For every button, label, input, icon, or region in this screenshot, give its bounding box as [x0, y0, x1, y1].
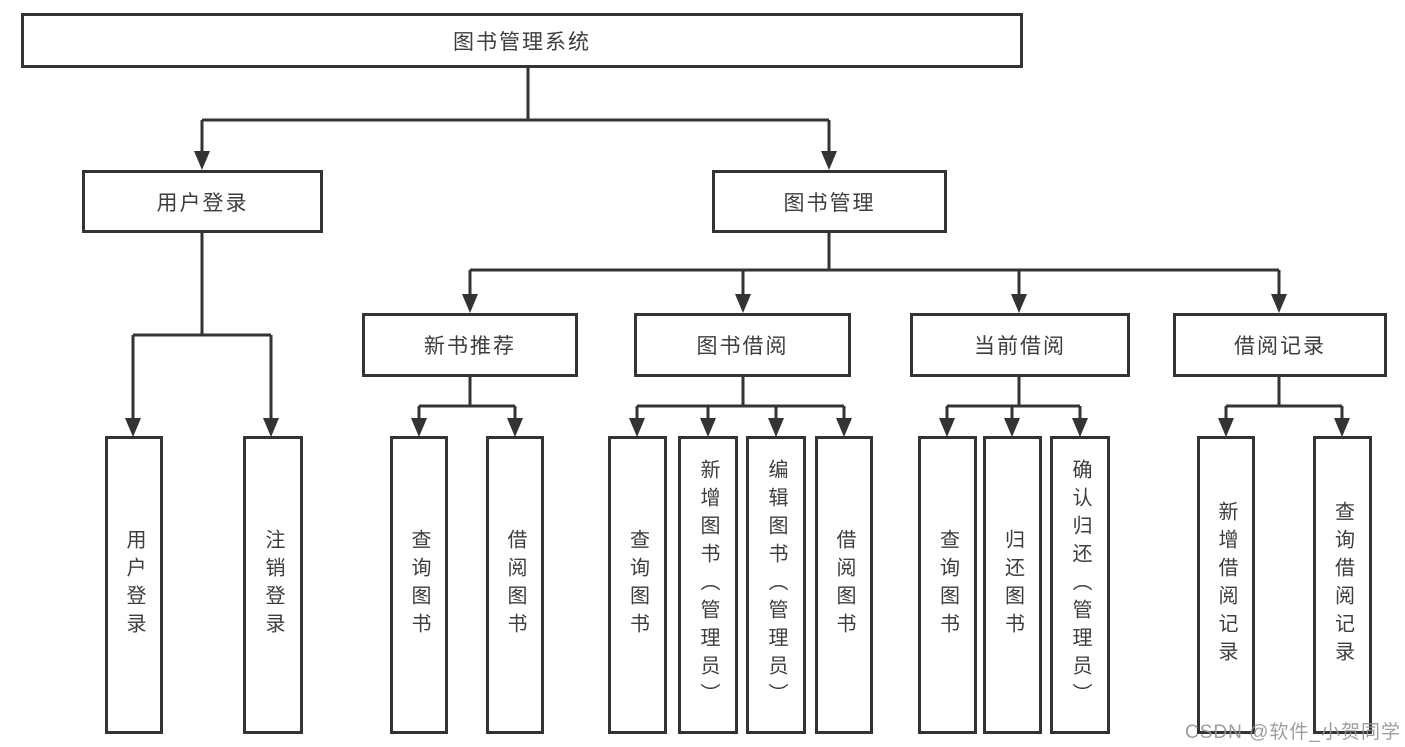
node-leaf-borrow-books-1: 借阅图书 — [486, 436, 544, 734]
leaf-label: 借阅图书 — [833, 529, 855, 641]
node-new-book-recommendation: 新书推荐 — [362, 313, 578, 377]
node-leaf-logout: 注销登录 — [243, 436, 303, 734]
leaf-label: 确认归还（管理员） — [1069, 459, 1091, 711]
leaf-label: 新增借阅记录 — [1215, 501, 1237, 669]
node-leaf-confirm-return-admin: 确认归还（管理员） — [1050, 436, 1110, 734]
csdn-watermark: CSDN @软件_小贺同学 — [1185, 722, 1401, 743]
node-borrowing-records: 借阅记录 — [1173, 313, 1387, 377]
leaf-label: 注销登录 — [262, 529, 284, 641]
leaf-label: 查询图书 — [626, 529, 649, 641]
connector-borrow-records-children — [1218, 377, 1350, 437]
node-book-borrowing: 图书借阅 — [634, 313, 851, 377]
leaf-label: 用户登录 — [123, 529, 145, 641]
leaf-label: 归还图书 — [1001, 529, 1024, 641]
connector-book-borrow-children — [629, 377, 852, 437]
connector-user-login-children — [125, 233, 279, 437]
connector-root-to-level2 — [194, 68, 837, 170]
node-leaf-query-books-3: 查询图书 — [918, 436, 977, 734]
leaf-label: 编辑图书（管理员） — [765, 459, 787, 711]
connector-current-borrow-children — [939, 377, 1088, 437]
node-leaf-edit-books-admin: 编辑图书（管理员） — [746, 436, 806, 734]
node-book-management: 图书管理 — [712, 170, 947, 233]
leaf-label: 查询借阅记录 — [1331, 501, 1354, 669]
connector-book-mgmt-children — [462, 233, 1287, 313]
leaf-label: 查询图书 — [408, 529, 430, 641]
node-leaf-add-borrow-record: 新增借阅记录 — [1197, 436, 1255, 734]
node-leaf-return-books: 归还图书 — [983, 436, 1042, 734]
connector-new-book-rec-children — [411, 377, 523, 437]
leaf-label: 借阅图书 — [504, 529, 526, 641]
node-leaf-borrow-books-2: 借阅图书 — [815, 436, 873, 734]
node-current-borrowing: 当前借阅 — [910, 313, 1130, 377]
node-leaf-add-books-admin: 新增图书（管理员） — [678, 436, 738, 734]
leaf-label: 查询图书 — [936, 529, 959, 641]
node-leaf-query-borrow-record: 查询借阅记录 — [1313, 436, 1372, 734]
node-leaf-query-books-1: 查询图书 — [390, 436, 448, 734]
node-leaf-user-login: 用户登录 — [105, 436, 163, 734]
node-user-login: 用户登录 — [82, 170, 323, 233]
leaf-label: 新增图书（管理员） — [697, 459, 719, 711]
node-root-system: 图书管理系统 — [21, 13, 1023, 68]
node-leaf-query-books-2: 查询图书 — [608, 436, 667, 734]
